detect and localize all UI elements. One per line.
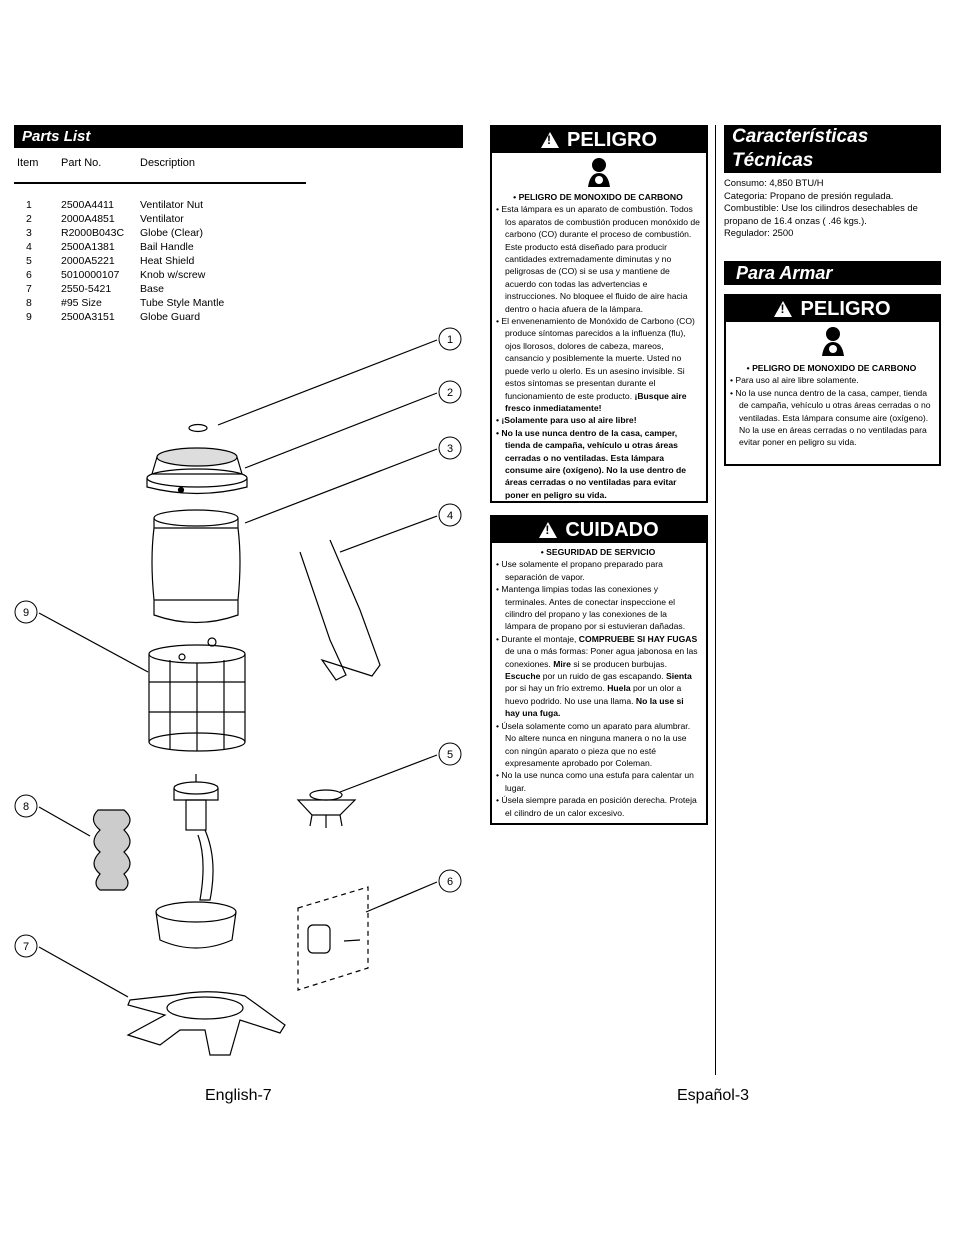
callout-label: 9 (23, 607, 29, 619)
column-header-part-no: Part No. (61, 157, 102, 169)
cuidado-paragraph: • Úsela solamente como un aparato para a… (496, 720, 691, 768)
callout-4 (438, 503, 462, 527)
peligro-subheading: • PELIGRO DE MONOXIDO DE CARBONO (513, 192, 683, 202)
callout-label: 4 (447, 510, 453, 522)
callout-label: 3 (447, 443, 453, 455)
cuidado-paragraph: • Use solamente el propano preparado par… (496, 559, 663, 582)
callout-label: 1 (447, 334, 453, 346)
callout-1 (438, 327, 462, 351)
warning-triangle-icon (774, 301, 793, 317)
parts-list-header: Parts List (14, 125, 463, 148)
specifications: Consumo: 4,850 BTU/H Categoria: Propano … (724, 177, 942, 240)
table-rule (14, 182, 306, 184)
cuidado-paragraph: • Durante el montaje, COMPRUEBE SI HAY F… (496, 633, 698, 719)
bail-handle-part (299, 539, 381, 681)
mantle-part (92, 809, 131, 891)
page-number-english: English-7 (205, 1087, 272, 1104)
callout-2 (438, 380, 462, 404)
peligro-paragraph: • El envenenamiento de Monóxido de Carbo… (496, 316, 695, 413)
callout-9 (14, 600, 38, 624)
leader-line (339, 515, 438, 553)
ventilator-part (146, 447, 248, 495)
peligro-banner: PELIGRO (726, 296, 939, 322)
spec-line: Regulador: 2500 (724, 227, 794, 239)
lantern-exploded-diagram: 1 2 3 4 5 6 7 8 9 (14, 327, 462, 1056)
leader-line (38, 806, 91, 837)
cuidado-caution-box: CUIDADO • SEGURIDAD DE SERVICIO • Use so… (490, 515, 708, 825)
leader-line (244, 392, 438, 469)
peligro-paragraph: • Para uso al aire libre solamente. (730, 375, 859, 386)
callout-label: 8 (23, 801, 29, 813)
peligro-banner: PELIGRO (492, 127, 706, 153)
leader-line (244, 448, 438, 524)
base-part (126, 901, 286, 1056)
spec-line: Combustible: Use los cilindros desechabl… (724, 202, 918, 226)
callout-label: 5 (447, 749, 453, 761)
callout-label: 2 (447, 387, 453, 399)
callout-6 (438, 869, 462, 893)
column-header-description: Description (140, 157, 196, 169)
peligro-warning-box: PELIGRO • PELIGRO DE MONOXIDO DE CARBONO… (490, 125, 708, 503)
leader-line (365, 881, 438, 913)
cuidado-banner: CUIDADO (492, 517, 706, 543)
leader-line (38, 612, 149, 673)
globe-guard-part (148, 637, 246, 752)
cuidado-paragraph: • Úsela siempre parada en posición derec… (496, 795, 697, 818)
peligro-paragraph: • No la use nunca dentro de la casa, cam… (496, 427, 686, 500)
globe-part (151, 509, 241, 624)
column-header-item: Item (17, 157, 39, 169)
leader-line (217, 339, 438, 426)
peligro-warning-box-2: PELIGRO • PELIGRO DE MONOXIDO DE CARBONO… (724, 294, 941, 466)
burner-part (173, 774, 219, 901)
callout-7 (14, 934, 38, 958)
spec-line: Categoria: Propano de presión regulada. (724, 189, 894, 201)
peligro-paragraph: • No la use nunca dentro de la casa, cam… (730, 387, 931, 448)
co-hazard-icon (726, 326, 939, 358)
ventilator-nut-part (188, 423, 208, 433)
peligro-paragraph: • ¡Solamente para uso al aire libre! (496, 415, 637, 426)
callout-3 (438, 436, 462, 460)
leader-line (38, 946, 129, 998)
leader-line (339, 754, 438, 793)
column-divider (715, 125, 716, 1075)
caracteristicas-header: Características Técnicas (724, 125, 941, 173)
callout-5 (438, 742, 462, 766)
cuidado-subheading: • SEGURIDAD DE SERVICIO (540, 547, 656, 557)
cuidado-paragraph: • Mantenga limpias todas las conexiones … (496, 584, 686, 632)
callout-label: 6 (447, 876, 453, 888)
cuidado-paragraph: • No la use nunca como una estufa para c… (496, 770, 694, 793)
heat-shield-part (296, 789, 357, 828)
warning-triangle-icon (540, 132, 559, 148)
knob-part (297, 886, 369, 991)
warning-triangle-icon (539, 522, 558, 538)
callout-8 (14, 794, 38, 818)
spec-line: Consumo: 4,850 BTU/H (724, 177, 824, 188)
peligro-subheading: • PELIGRO DE MONOXIDO DE CARBONO (746, 363, 917, 373)
callout-label: 7 (23, 941, 29, 953)
page-number-spanish: Español-3 (677, 1087, 750, 1104)
para-armar-header: Para Armar (724, 261, 941, 285)
co-hazard-icon (492, 157, 706, 189)
peligro-paragraph: • Esta lámpara es un aparato de combusti… (496, 204, 700, 314)
